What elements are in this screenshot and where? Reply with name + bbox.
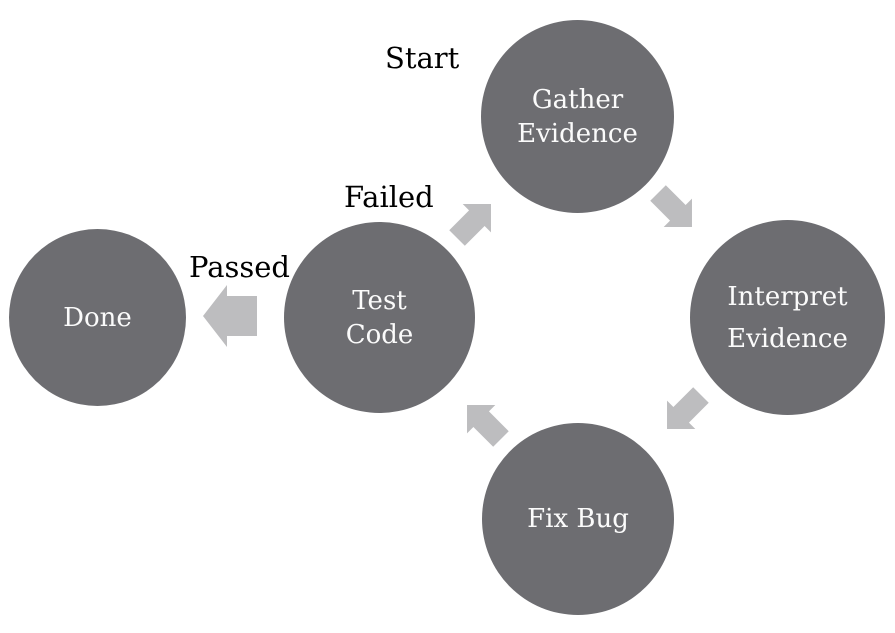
arrow-shape <box>449 204 491 246</box>
node-gather-evidence: Gather Evidence <box>481 20 674 213</box>
node-interpret-evidence: Interpret Evidence <box>690 220 885 415</box>
arrow-test-to-gather-icon <box>449 204 491 246</box>
node-fix-bug: Fix Bug <box>482 423 674 615</box>
arrow-shape <box>467 405 509 447</box>
node-label-line: Code <box>345 319 414 350</box>
label-passed: Passed <box>189 250 290 284</box>
node-label-line: Gather <box>531 84 624 115</box>
arrow-fixbug-to-test-icon <box>467 405 509 447</box>
node-test-code: Test Code <box>284 222 475 413</box>
node-label-line: Fix Bug <box>527 504 629 534</box>
label-failed: Failed <box>344 180 434 214</box>
node-label-line: Done <box>63 302 132 333</box>
arrow-shape <box>650 185 692 227</box>
node-label-line: Interpret <box>727 281 848 312</box>
arrow-shape <box>667 387 709 429</box>
node-label-line: Test <box>352 285 407 316</box>
label-start: Start <box>385 41 460 75</box>
arrow-test-to-done-icon <box>203 285 257 347</box>
node-done: Done <box>9 229 186 406</box>
node-label-line: Evidence <box>517 118 638 149</box>
arrow-shape <box>203 285 257 347</box>
node-label-line: Evidence <box>727 323 848 354</box>
arrow-gather-to-interpret-icon <box>650 185 692 227</box>
arrow-interpret-to-fixbug-icon <box>667 387 709 429</box>
